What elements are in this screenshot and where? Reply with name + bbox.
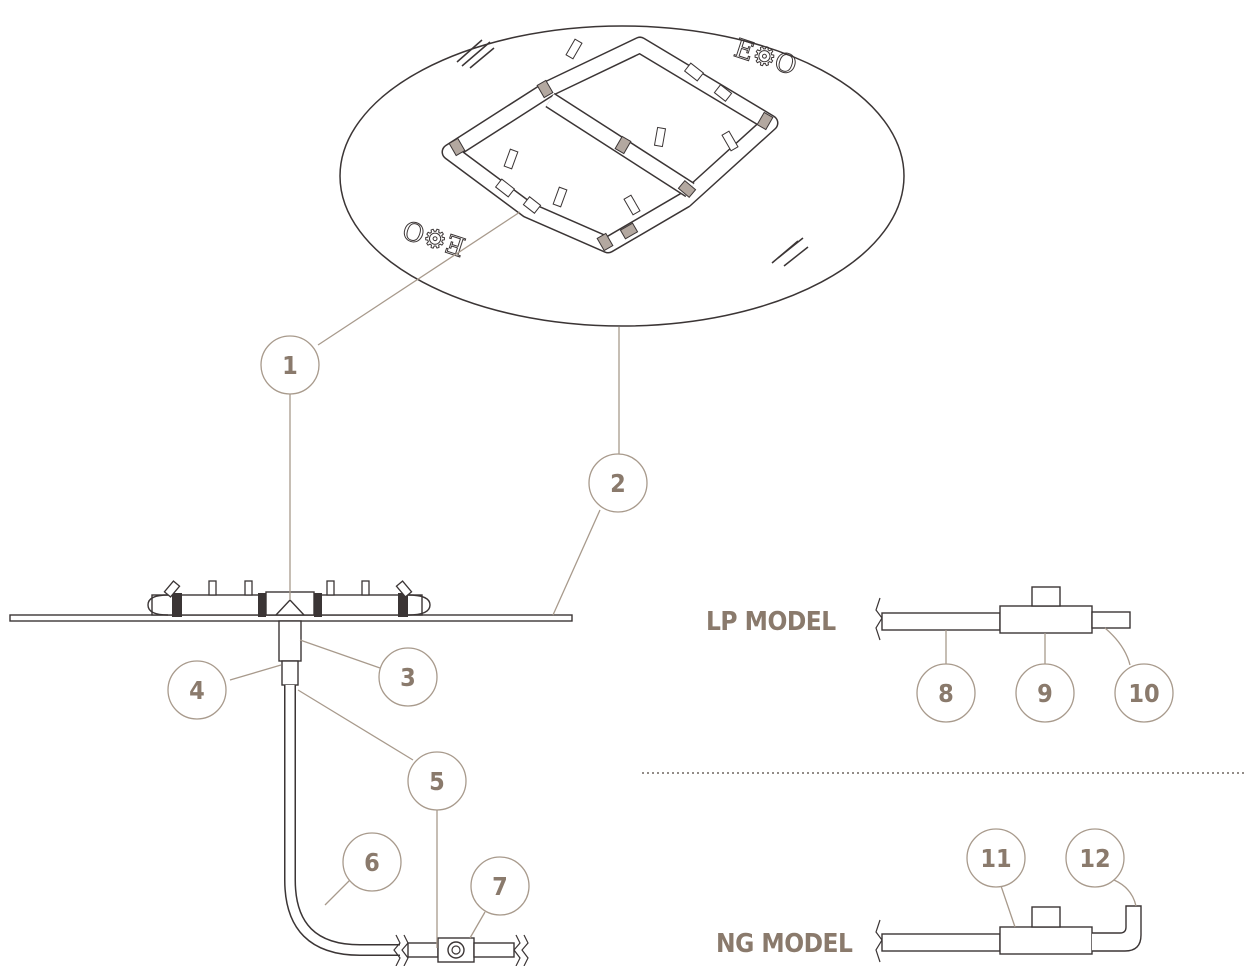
ng-model-label: NG MODEL	[716, 929, 853, 959]
callout-6-label: 6	[364, 848, 380, 877]
callout-1: 1	[260, 335, 320, 395]
callout-2: 2	[588, 453, 648, 513]
hatch-mark-bottom	[771, 237, 809, 267]
ng-model-detail: NG MODEL 11 12	[716, 828, 1142, 963]
callout-10: 10	[1114, 663, 1174, 723]
callout-7-label: 7	[492, 872, 508, 901]
callout-3: 3	[378, 647, 438, 707]
callout-2-label: 2	[610, 469, 626, 498]
leader-lines	[229, 211, 620, 948]
burner-pipe-loop	[441, 36, 779, 254]
burner-pan-top-view: E⚙O E⚙O	[339, 25, 905, 327]
callout-5-label: 5	[429, 767, 445, 796]
callout-6: 6	[342, 832, 402, 892]
lp-model-detail: LP MODEL 8 9 10	[706, 586, 1174, 723]
callout-8: 8	[916, 663, 976, 723]
lp-model-label: LP MODEL	[706, 607, 836, 637]
callout-5: 5	[407, 751, 467, 811]
callout-11-label: 11	[980, 844, 1011, 873]
pan-side	[9, 614, 573, 622]
callout-4: 4	[167, 660, 227, 720]
callout-1-label: 1	[282, 351, 298, 380]
callout-9: 9	[1015, 663, 1075, 723]
hatch-mark-top	[456, 39, 495, 69]
callout-12: 12	[1065, 828, 1125, 888]
callout-7: 7	[470, 856, 530, 916]
callout-10-label: 10	[1128, 679, 1159, 708]
callout-3-label: 3	[400, 663, 416, 692]
callout-8-label: 8	[938, 679, 954, 708]
burner-pan	[339, 25, 905, 327]
burner-side-view	[9, 580, 573, 966]
callout-4-label: 4	[189, 676, 205, 705]
callout-12-label: 12	[1079, 844, 1110, 873]
callout-9-label: 9	[1037, 679, 1053, 708]
callout-11: 11	[966, 828, 1026, 888]
